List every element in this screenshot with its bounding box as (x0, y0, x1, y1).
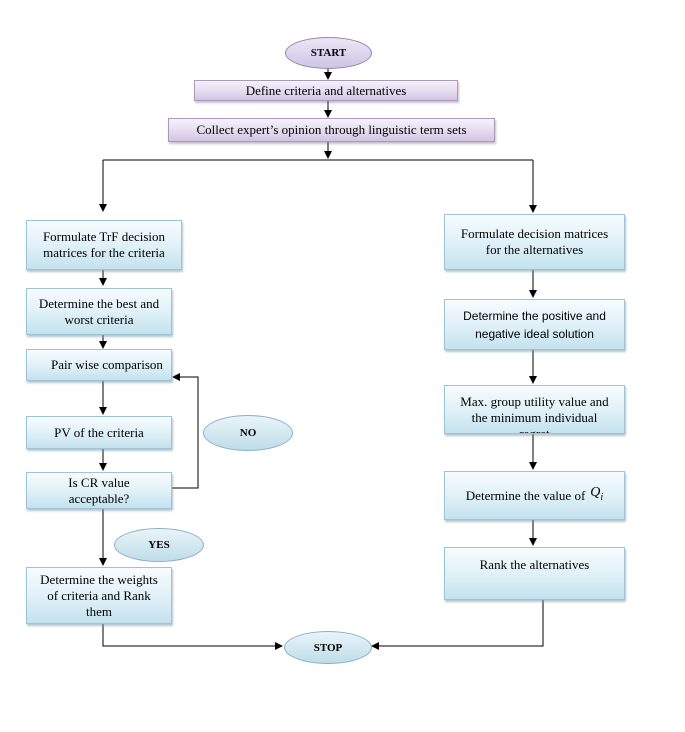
utility-regret-box: Max. group utility value and the minimum… (444, 385, 625, 434)
ideal-solution-box: Determine the positive and negative idea… (444, 299, 625, 350)
yes-label: YES (114, 528, 204, 562)
cr-check-box: Is CR value acceptable? (26, 472, 172, 509)
rank-alternatives-box: Rank the alternatives (444, 547, 625, 600)
best-worst-box: Determine the best and worst criteria (26, 288, 172, 335)
start-terminal: START (285, 37, 372, 69)
stop-terminal: STOP (284, 631, 372, 664)
q-value-label: Determine the value of (465, 487, 586, 503)
pairwise-box: Pair wise comparison (26, 349, 172, 381)
pv-criteria-box: PV of the criteria (26, 416, 172, 449)
formulate-trf-box: Formulate TrF decision matrices for the … (26, 220, 182, 270)
no-label: NO (203, 415, 293, 451)
q-value-box: Determine the value of Qi (444, 471, 625, 520)
formulate-alternatives-box: Formulate decision matrices for the alte… (444, 214, 625, 270)
weights-box: Determine the weights of criteria and Ra… (26, 567, 172, 624)
q-symbol: Qi (590, 485, 604, 503)
collect-opinion-box: Collect expert’s opinion through linguis… (168, 118, 495, 142)
define-criteria-box: Define criteria and alternatives (194, 80, 458, 101)
